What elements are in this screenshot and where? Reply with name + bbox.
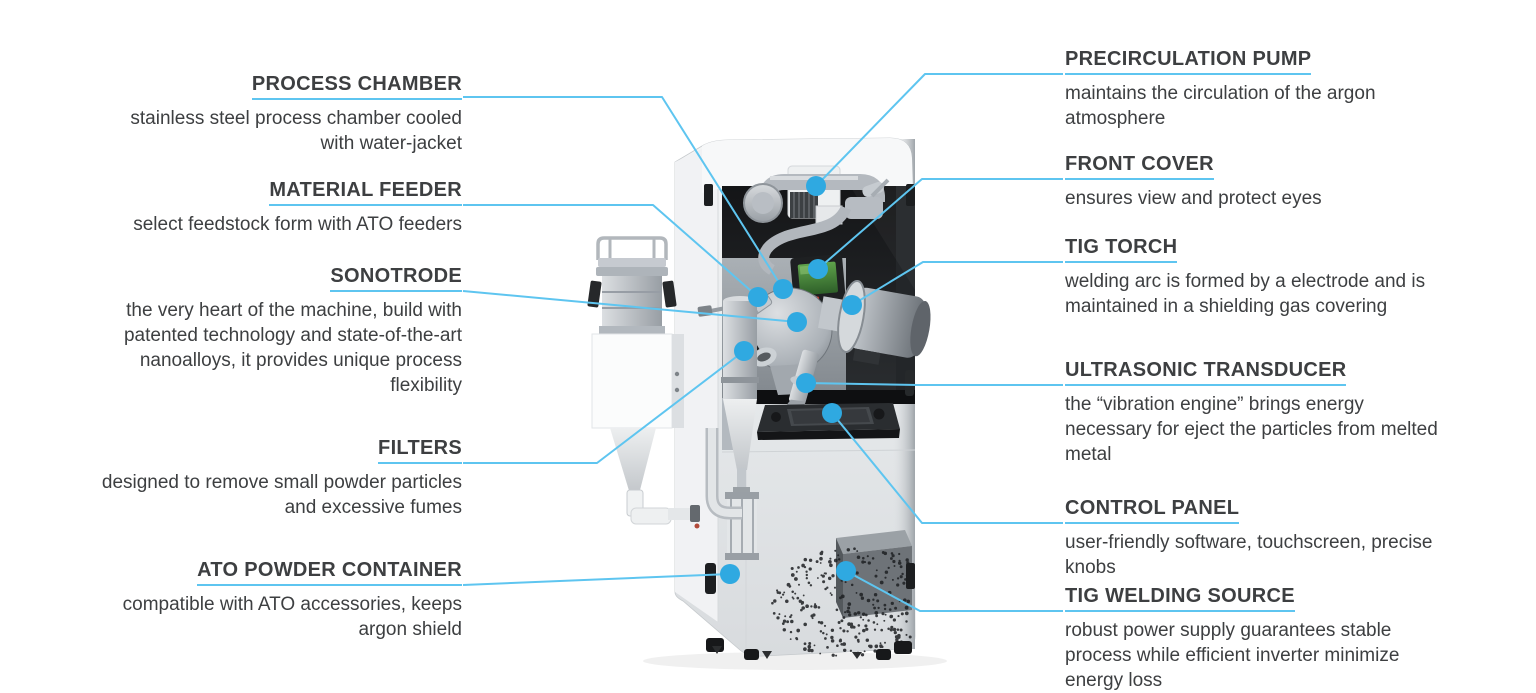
label-description: the “vibration engine” brings energy nec… [1065, 394, 1438, 465]
floor-shadow [643, 652, 947, 670]
leader-line-tig-torch [851, 261, 1063, 306]
marker-dot-precirculation-pump [806, 176, 826, 196]
label-description: designed to remove small powder particle… [101, 472, 462, 518]
label-title: FRONT COVER [1065, 153, 1214, 180]
label-tig-welding-source: TIG WELDING SOURCE robust power supply g… [1065, 585, 1505, 693]
label-front-cover: FRONT COVER ensures view and protect eye… [1065, 153, 1505, 211]
label-title: TIG WELDING SOURCE [1065, 585, 1295, 612]
marker-dot-tig-torch [842, 295, 862, 315]
label-title: SONOTRODE [330, 265, 462, 292]
label-title: MATERIAL FEEDER [269, 179, 462, 206]
machine-feet [706, 638, 912, 660]
label-description: user-friendly software, touchscreen, pre… [1065, 532, 1433, 578]
marker-dot-control-panel [822, 403, 842, 423]
marker-dot-material-feeder [748, 287, 768, 307]
label-material-feeder: MATERIAL FEEDER select feedstock form wi… [62, 179, 462, 237]
marker-dot-sonotrode [787, 312, 807, 332]
label-description: compatible with ATO accessories, keeps a… [122, 594, 462, 640]
label-title: ATO POWDER CONTAINER [197, 559, 462, 586]
label-precirculation-pump: PRECIRCULATION PUMP maintains the circul… [1065, 48, 1505, 131]
label-title: ULTRASONIC TRANSDUCER [1065, 359, 1347, 386]
marker-dot-ultrasonic-transducer [796, 373, 816, 393]
label-description: stainless steel process chamber cooled w… [130, 108, 462, 154]
leader-line-ato-powder-container [462, 573, 731, 586]
marker-dot-filters [734, 341, 754, 361]
label-description: robust power supply guarantees stable pr… [1065, 620, 1400, 691]
label-title: PROCESS CHAMBER [251, 73, 462, 100]
machine-illustration [587, 137, 947, 670]
label-control-panel: CONTROL PANEL user-friendly software, to… [1065, 497, 1505, 580]
label-title: TIG TORCH [1065, 236, 1178, 263]
label-description: maintains the circulation of the argon a… [1065, 83, 1376, 129]
label-ultrasonic-transducer: ULTRASONIC TRANSDUCER the “vibration eng… [1065, 359, 1505, 467]
marker-dot-tig-welding-source [836, 561, 856, 581]
leader-line-control-panel [831, 412, 1063, 524]
powder-speckles [771, 547, 914, 657]
marker-dot-front-cover [808, 259, 828, 279]
label-title: PRECIRCULATION PUMP [1065, 48, 1312, 75]
label-sonotrode: SONOTRODE the very heart of the machine,… [62, 265, 462, 398]
label-description: the very heart of the machine, build wit… [123, 300, 462, 396]
leader-line-sonotrode [462, 290, 798, 323]
leader-line-material-feeder [463, 204, 759, 298]
label-description: ensures view and protect eyes [1065, 188, 1322, 209]
leader-line-process-chamber [463, 96, 784, 290]
marker-dot-ato-powder-container [720, 564, 740, 584]
marker-dots [720, 176, 862, 584]
leader-line-front-cover [817, 178, 1063, 270]
label-ato-powder-container: ATO POWDER CONTAINER compatible with ATO… [62, 559, 462, 642]
label-description: welding arc is formed by a electrode and… [1065, 271, 1426, 317]
cabinet-hardware [704, 184, 915, 594]
leader-line-tig-welding-source [845, 570, 1063, 612]
label-filters: FILTERS designed to remove small powder … [62, 437, 462, 520]
label-process-chamber: PROCESS CHAMBER stainless steel process … [62, 73, 462, 156]
ato-powder-container-graphic [725, 492, 759, 560]
label-tig-torch: TIG TORCH welding arc is formed by a ele… [1065, 236, 1505, 319]
label-description: select feedstock form with ATO feeders [133, 214, 462, 235]
label-title: CONTROL PANEL [1065, 497, 1240, 524]
leader-line-precirculation-pump [815, 73, 1063, 187]
label-title: FILTERS [378, 437, 462, 464]
marker-dot-process-chamber [773, 279, 793, 299]
leader-lines [462, 73, 1063, 612]
leader-line-ultrasonic-transducer [805, 382, 1063, 386]
leader-line-filters [463, 350, 745, 464]
